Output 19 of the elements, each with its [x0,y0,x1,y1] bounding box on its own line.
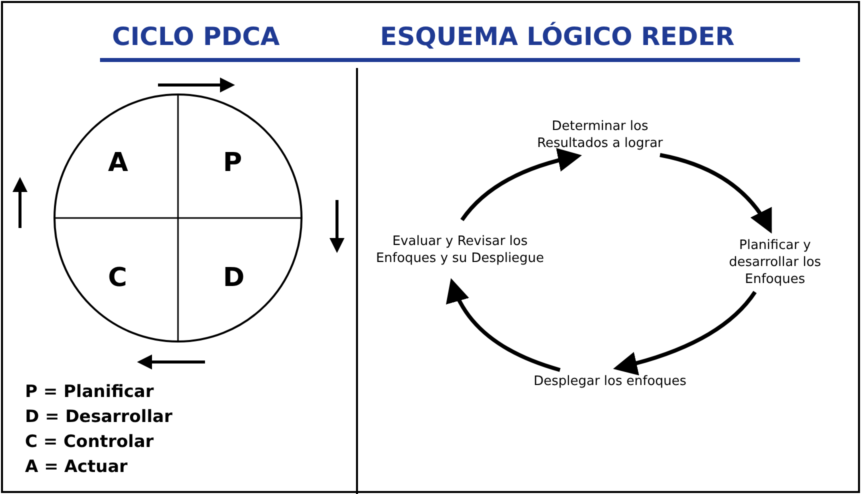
quadrant-letter: D [223,263,245,293]
quadrant-letter: A [108,148,128,178]
legend-text: A = Actuar [25,457,128,477]
curved-arrow [460,148,582,222]
pdca-circle [53,93,303,343]
section-heading: CICLO PDCA [112,22,280,51]
step-text: Determinar los Resultados a lograr [520,115,680,155]
curved-arrow [660,153,772,234]
legend-text: P = Planificar [25,382,154,402]
quadrant-letter: P [223,148,242,178]
curved-arrow [447,278,561,372]
quadrant-letter: C [108,263,128,293]
section-heading: ESQUEMA LÓGICO REDER [380,22,734,51]
legend-text: D = Desarrollar [25,407,172,427]
legend-text: C = Controlar [25,432,154,452]
step-text: Planificar y desarrollar los Enfoques [712,232,838,292]
step-text: Desplegar los enfoques [505,370,715,392]
step-text: Evaluar y Revisar los Enfoques y su Despliegue [362,220,558,280]
curved-arrow [613,290,757,375]
